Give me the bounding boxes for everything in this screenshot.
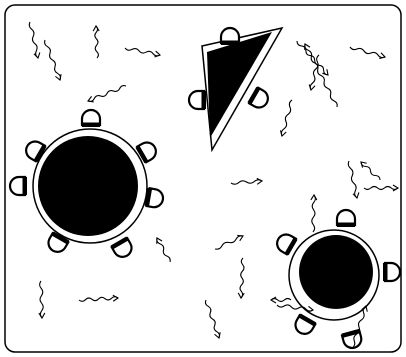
chair-right-1: [337, 210, 355, 227]
chair-triangle-1: [221, 28, 239, 45]
squiggle-arrow-12: [157, 238, 170, 262]
squiggle-arrow-3: [93, 26, 99, 58]
squiggle-arrow-17: [39, 281, 45, 318]
table-right-top: [299, 235, 373, 309]
chair-left-4: [111, 236, 135, 260]
squiggle-arrow-14: [348, 161, 359, 198]
squiggle-arrow-2: [45, 40, 62, 80]
table-triangle: [202, 28, 282, 150]
table-left-top: [38, 136, 138, 236]
squiggle-arrow-8: [350, 47, 385, 59]
squiggle-arrow-22: [361, 162, 380, 180]
chair-triangle-2: [247, 87, 271, 111]
squiggle-arrow-19: [205, 300, 220, 338]
chair-right-2: [274, 231, 298, 255]
squiggle-arrow-1: [29, 22, 40, 58]
squiggle-arrow-10: [231, 178, 262, 184]
squiggle-arrow-11: [215, 235, 243, 249]
squiggle-arrow-18: [79, 295, 118, 301]
squiggle-arrow-9: [280, 100, 292, 136]
chair-right-4: [292, 313, 316, 337]
chair-left-7: [10, 177, 27, 195]
squiggle-arrow-24: [271, 297, 291, 303]
squiggle-arrow-4: [125, 48, 160, 57]
chair-left-1: [82, 110, 100, 127]
chair-right-3: [383, 263, 400, 281]
chair-triangle-3: [189, 91, 206, 109]
squiggle-arrow-7: [305, 44, 338, 107]
squiggle-arrow-5: [88, 86, 126, 102]
squiggle-arrow-6: [297, 41, 328, 75]
chair-right-5: [341, 329, 363, 350]
chair-left-3: [145, 188, 165, 209]
squiggle-arrow-16: [238, 258, 244, 298]
squiggle-arrow-15: [364, 185, 398, 191]
squiggle-arrow-13: [311, 195, 317, 232]
table-left: [33, 129, 147, 243]
